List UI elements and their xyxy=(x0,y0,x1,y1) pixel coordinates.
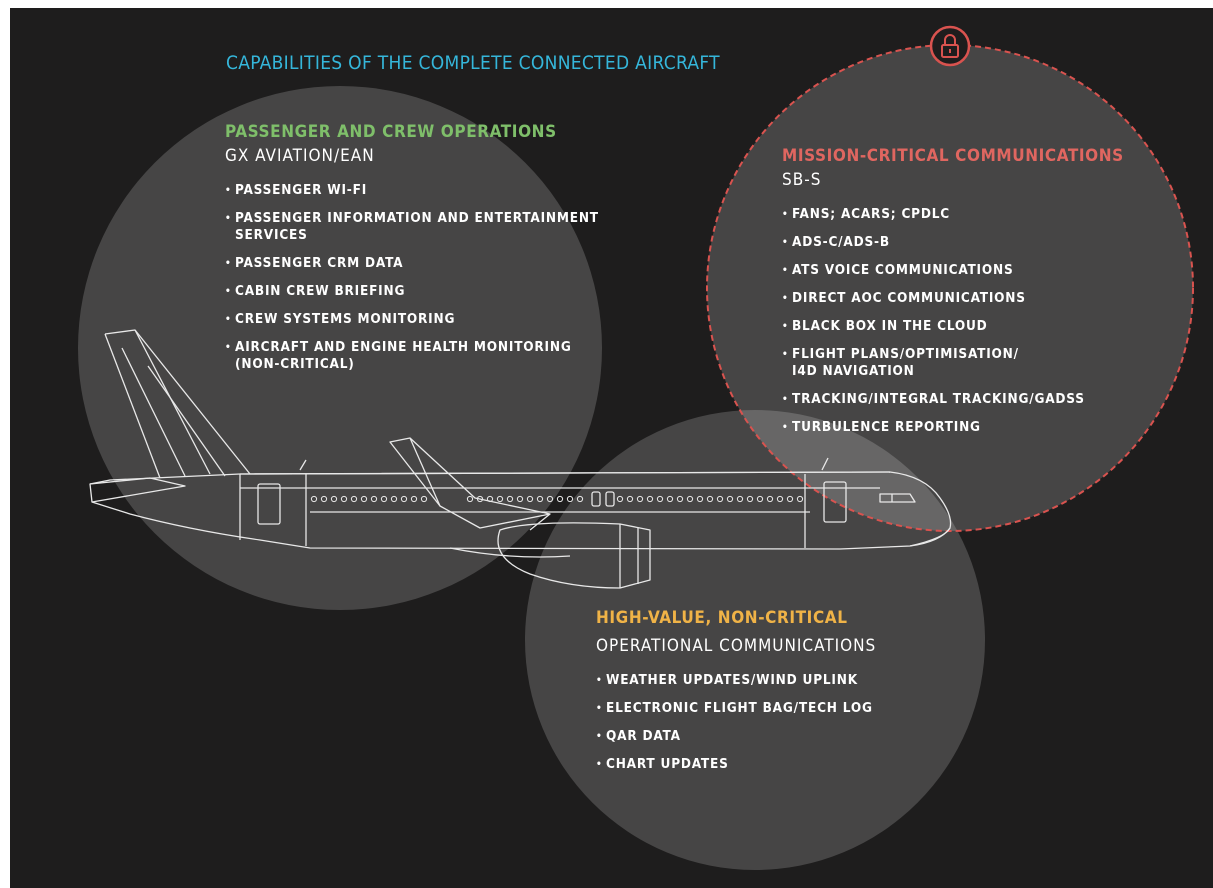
window-dot xyxy=(506,495,514,503)
window-dot xyxy=(486,495,494,503)
window-dot xyxy=(496,495,504,503)
mission-list-item: ADS-C/ADS-B xyxy=(782,234,1085,251)
highvalue-list: WEATHER UPDATES/WIND UPLINK ELECTRONIC FL… xyxy=(596,672,873,784)
window-dot xyxy=(536,495,544,503)
passenger-list: PASSENGER WI-FI PASSENGER INFORMATION AND… xyxy=(225,182,599,384)
window-dot xyxy=(340,495,348,503)
window-dot xyxy=(546,495,554,503)
window-dot xyxy=(380,495,388,503)
window-dot xyxy=(746,495,754,503)
window-dot xyxy=(776,495,784,503)
highvalue-list-item: ELECTRONIC FLIGHT BAG/TECH LOG xyxy=(596,700,873,717)
window-dot xyxy=(786,495,794,503)
window-dot xyxy=(566,495,574,503)
window-dot xyxy=(390,495,398,503)
window-dot xyxy=(420,495,428,503)
window-dot xyxy=(706,495,714,503)
window-dot xyxy=(350,495,358,503)
passenger-list-item: PASSENGER WI-FI xyxy=(225,182,599,199)
airliner-outline-icon xyxy=(89,329,952,589)
passenger-subheading: GX AVIATION/EAN xyxy=(225,146,375,166)
mission-list-item: ATS VOICE COMMUNICATIONS xyxy=(782,262,1085,279)
window-dot xyxy=(516,495,524,503)
highvalue-list-item: QAR DATA xyxy=(596,728,873,745)
highvalue-list-item: CHART UPDATES xyxy=(596,756,873,773)
padlock-icon xyxy=(929,25,971,67)
diagram-title: CAPABILITIES OF THE COMPLETE CONNECTED A… xyxy=(226,52,720,74)
window-dot xyxy=(320,495,328,503)
mission-list-item: TURBULENCE REPORTING xyxy=(782,419,1085,436)
window-dot xyxy=(626,495,634,503)
mission-list: FANS; ACARS; CPDLC ADS-C/ADS-B ATS VOICE C… xyxy=(782,206,1085,447)
window-row xyxy=(310,495,804,503)
mission-subheading: SB-S xyxy=(782,170,822,190)
window-dot xyxy=(716,495,724,503)
diagram-canvas: CAPABILITIES OF THE COMPLETE CONNECTED A… xyxy=(10,8,1213,888)
passenger-heading: PASSENGER AND CREW OPERATIONS xyxy=(225,122,557,142)
passenger-list-item: CABIN CREW BRIEFING xyxy=(225,283,599,300)
window-dot xyxy=(370,495,378,503)
window-dot xyxy=(310,495,318,503)
window-dot xyxy=(736,495,744,503)
window-dot xyxy=(466,495,474,503)
mission-list-item: FLIGHT PLANS/OPTIMISATION/ I4D NAVIGATIO… xyxy=(782,346,1085,380)
highvalue-subheading: OPERATIONAL COMMUNICATIONS xyxy=(596,636,877,656)
mission-list-item: FANS; ACARS; CPDLC xyxy=(782,206,1085,223)
window-dot xyxy=(666,495,674,503)
window-dot xyxy=(330,495,338,503)
window-dot xyxy=(656,495,664,503)
window-dot xyxy=(576,495,584,503)
window-dot xyxy=(616,495,624,503)
window-dot xyxy=(756,495,764,503)
window-dot xyxy=(410,495,418,503)
window-dot xyxy=(726,495,734,503)
window-dot xyxy=(676,495,684,503)
window-dot xyxy=(796,495,804,503)
window-dot xyxy=(696,495,704,503)
mission-list-item: BLACK BOX IN THE CLOUD xyxy=(782,318,1085,335)
passenger-list-item: PASSENGER CRM DATA xyxy=(225,255,599,272)
highvalue-heading: HIGH-VALUE, NON-CRITICAL xyxy=(596,608,848,628)
window-dot xyxy=(360,495,368,503)
highvalue-list-item: WEATHER UPDATES/WIND UPLINK xyxy=(596,672,873,689)
mission-list-item: TRACKING/INTEGRAL TRACKING/GADSS xyxy=(782,391,1085,408)
mission-heading: MISSION-CRITICAL COMMUNICATIONS xyxy=(782,146,1124,166)
passenger-list-item: CREW SYSTEMS MONITORING xyxy=(225,311,599,328)
passenger-list-item: AIRCRAFT AND ENGINE HEALTH MONITORING (N… xyxy=(225,339,599,373)
window-dot xyxy=(476,495,484,503)
window-dot xyxy=(636,495,644,503)
window-dot xyxy=(686,495,694,503)
window-dot xyxy=(526,495,534,503)
window-dot xyxy=(400,495,408,503)
highvalue-circle xyxy=(525,410,985,870)
window-dot xyxy=(556,495,564,503)
window-dot xyxy=(646,495,654,503)
window-dot xyxy=(766,495,774,503)
mission-list-item: DIRECT AOC COMMUNICATIONS xyxy=(782,290,1085,307)
passenger-list-item: PASSENGER INFORMATION AND ENTERTAINMENT … xyxy=(225,210,599,244)
